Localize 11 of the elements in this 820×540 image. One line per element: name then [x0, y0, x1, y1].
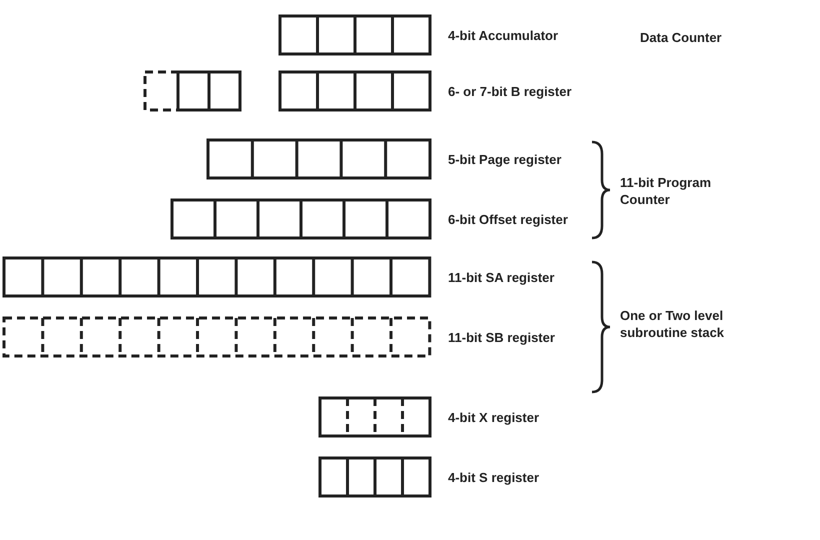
register-label: 4-bit X register	[448, 409, 540, 426]
group-label: One or Two level subroutine stack	[620, 307, 726, 341]
register-label: 4-bit S register	[448, 469, 540, 486]
register-label: 6- or 7-bit B register	[448, 83, 572, 100]
register-label: 5-bit Page register	[448, 151, 562, 168]
group-label: Data Counter	[640, 29, 722, 46]
register-label: 6-bit Offset register	[448, 211, 568, 228]
register-label: 11-bit SB register	[448, 329, 555, 346]
register-label: 4-bit Accumulator	[448, 27, 558, 44]
group-label: 11-bit Program Counter	[620, 174, 712, 208]
register-label: 11-bit SA register	[448, 269, 554, 286]
